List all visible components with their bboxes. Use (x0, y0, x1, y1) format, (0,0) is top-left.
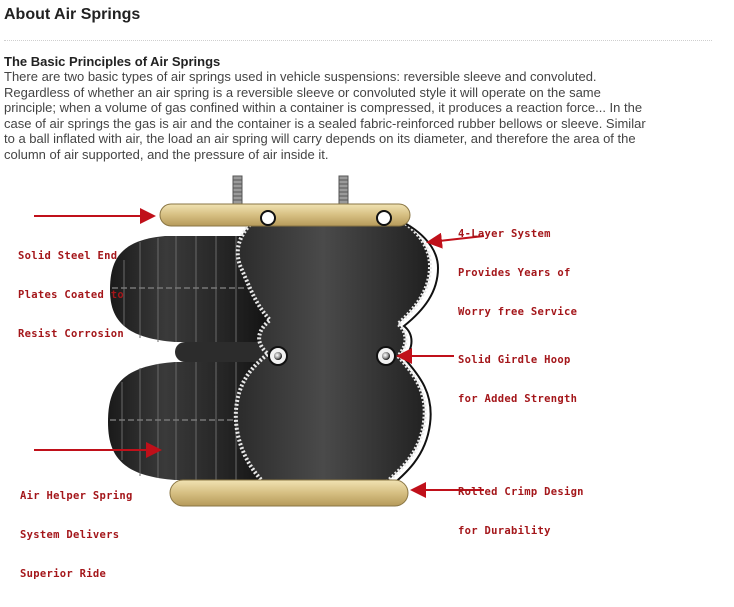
paragraph-line-6: column of air supported, and the pressur… (4, 146, 329, 162)
paragraph-line-1: There are two basic types of air springs… (4, 69, 597, 84)
title-divider (4, 40, 712, 41)
callout-layer-system: 4-Layer System Provides Years of Worry f… (458, 228, 578, 318)
paragraph-line-4: case of air springs the gas is air and t… (4, 115, 646, 131)
callout-end-plates: Solid Steel End Plates Coated to Resist … (18, 250, 124, 340)
callout-girdle-hoop: Solid Girdle Hoop for Added Strength (458, 354, 578, 405)
paragraph-line-3: principle; when a volume of gas confined… (4, 100, 643, 115)
top-end-plate (159, 203, 411, 227)
callout-crimp-design: Rolled Crimp Design for Durability (458, 486, 584, 537)
spring-body (233, 212, 440, 491)
paragraph-line-2: Regardless of whether an air spring is a… (4, 84, 601, 100)
top-studs (232, 175, 349, 207)
girdle-hoops (268, 346, 396, 366)
air-spring-illustration (34, 175, 485, 507)
air-spring-diagram: Solid Steel End Plates Coated to Resist … (0, 170, 600, 580)
paragraph-line-5: to a ball inflated with air, the load an… (4, 131, 636, 146)
section-heading: The Basic Principles of Air Springs (4, 54, 221, 69)
bottom-end-plate (169, 479, 409, 507)
callout-arrows (34, 208, 485, 498)
callout-helper-spring: Air Helper Spring System Delivers Superi… (20, 490, 133, 580)
page-title: About Air Springs (4, 6, 141, 23)
principles-section: The Basic Principles of Air Springs Ther… (4, 54, 716, 162)
section-paragraph: There are two basic types of air springs… (4, 69, 716, 162)
